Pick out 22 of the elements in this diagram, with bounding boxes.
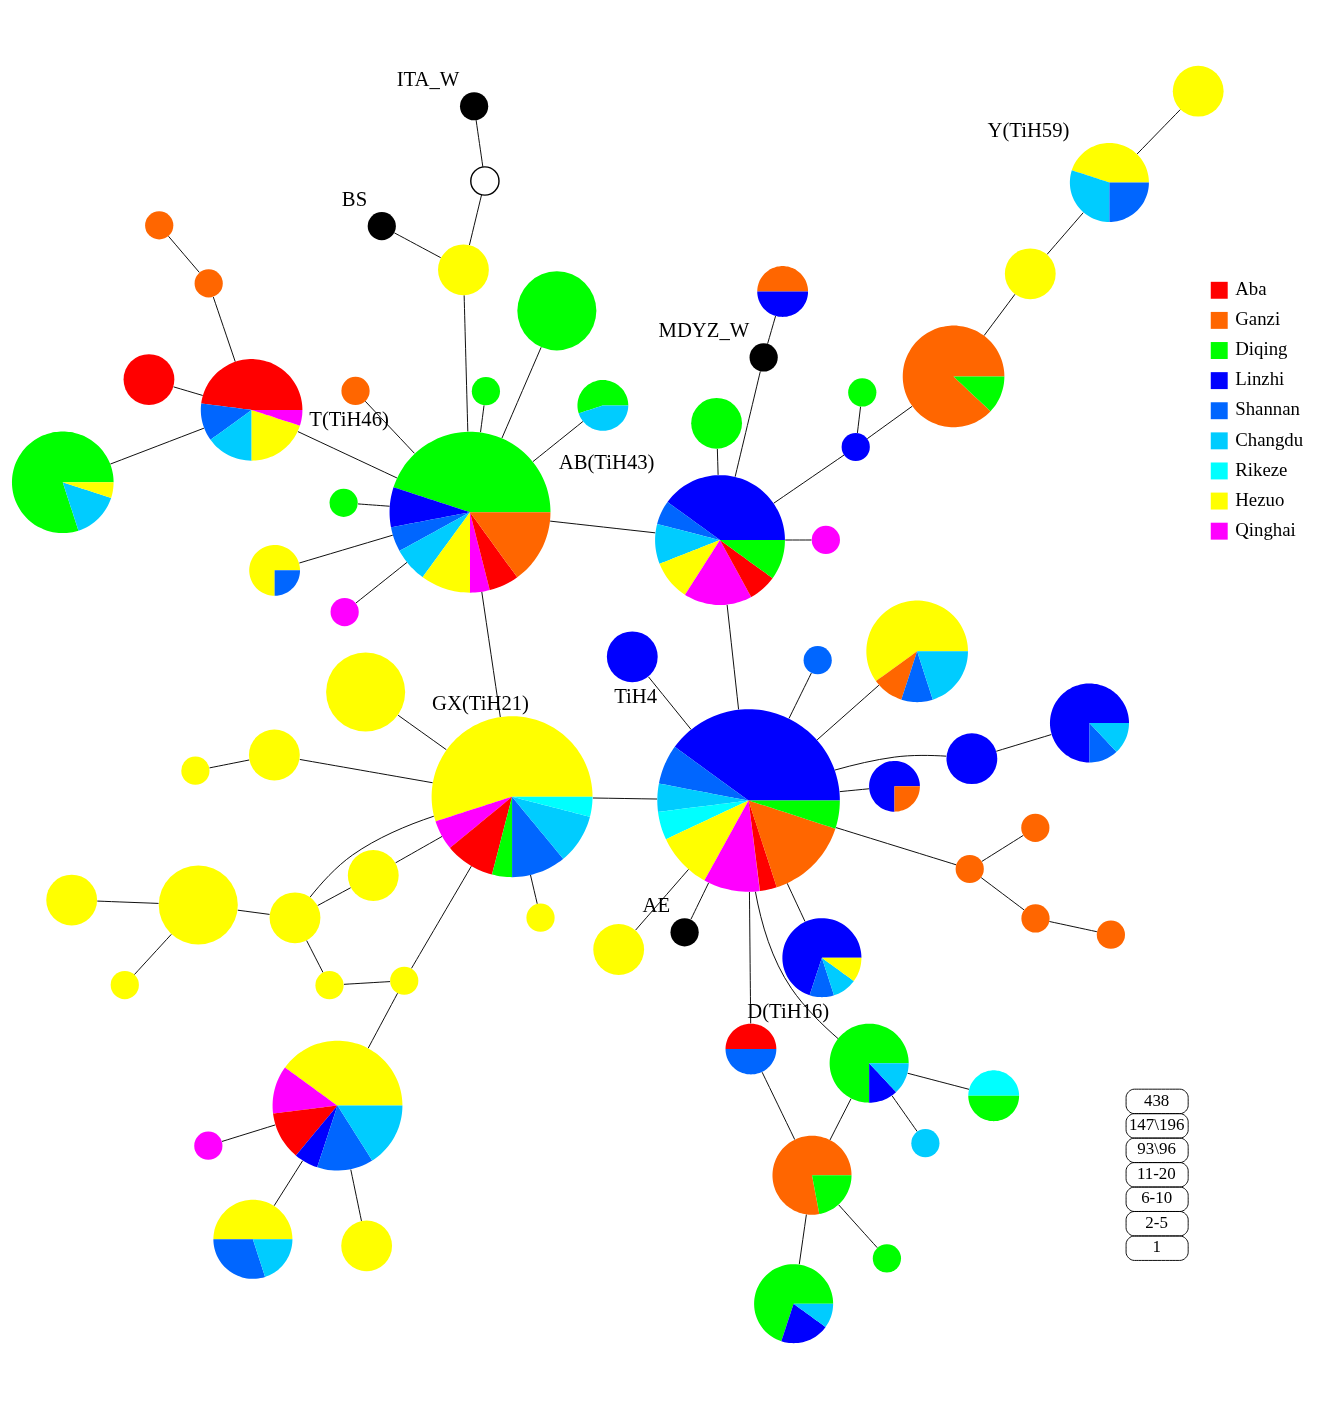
node-label: BS (341, 187, 368, 210)
legend-label: Diqing (1235, 337, 1288, 359)
label: 11-20 (1136, 1163, 1176, 1183)
label: 6-10 (1141, 1187, 1173, 1207)
label: 2-5 (1145, 1212, 1168, 1232)
legend-label: Ganzi (1235, 307, 1281, 329)
legend-label: Shannan (1235, 397, 1300, 419)
label: 93\96 (1137, 1138, 1176, 1158)
legend-label: Rikeze (1235, 458, 1288, 480)
legend-label: Aba (1235, 277, 1267, 299)
node-label: AB(TiH43) (558, 450, 655, 473)
node-label: MDYZ_W (658, 318, 750, 341)
legend-label: Linzhi (1235, 367, 1285, 389)
legend-label: Hezuo (1235, 488, 1285, 510)
legend-label: Qinghai (1235, 518, 1296, 540)
node-label: ITA_W (396, 67, 460, 90)
label: 1 (1152, 1236, 1161, 1256)
node-label: TiH4 (614, 684, 658, 707)
node-label: Y(TiH59) (987, 118, 1070, 141)
label: 147\196 (1128, 1114, 1185, 1134)
label: 438 (1143, 1090, 1170, 1110)
legend-label: Changdu (1235, 428, 1304, 450)
